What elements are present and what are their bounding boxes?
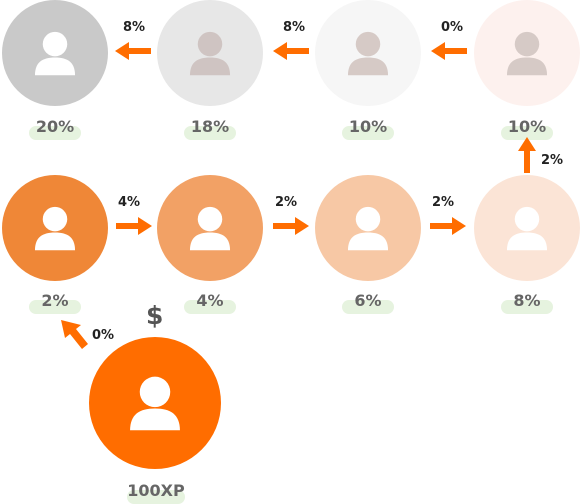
node-r1c2 xyxy=(157,0,263,106)
node-r1c1 xyxy=(2,0,108,106)
arrow-icon xyxy=(273,42,309,60)
edge-label: 8% xyxy=(283,20,306,35)
node-r2c1 xyxy=(2,175,108,281)
person-icon xyxy=(130,376,180,431)
edge-label: 0% xyxy=(441,20,464,35)
node-r1c3 xyxy=(315,0,421,106)
arrow-icon xyxy=(116,217,152,235)
node-start xyxy=(89,337,221,469)
node-percent-r1c2: 18% xyxy=(184,117,236,140)
arrow-icon xyxy=(518,137,536,173)
node-percent-text: 10% xyxy=(348,117,388,136)
node-percent-start: 100XP xyxy=(127,481,185,504)
node-percent-r2c4: 8% xyxy=(501,291,553,314)
person-icon xyxy=(189,206,231,251)
node-percent-r1c4: 10% xyxy=(501,117,553,140)
person-icon xyxy=(34,206,76,251)
person-icon xyxy=(506,206,548,251)
person-icon xyxy=(189,31,231,76)
edge-label: 0% xyxy=(92,328,115,343)
node-percent-r2c3: 6% xyxy=(342,291,394,314)
edge-label: 4% xyxy=(118,195,141,210)
node-percent-text: 2% xyxy=(41,291,69,310)
node-percent-r2c1: 2% xyxy=(29,291,81,314)
arrow-icon xyxy=(431,42,467,60)
node-percent-text: 100XP xyxy=(127,481,185,500)
edge-label: 8% xyxy=(123,20,146,35)
node-percent-text: 20% xyxy=(35,117,75,136)
node-r2c4 xyxy=(474,175,580,281)
person-icon xyxy=(347,31,389,76)
node-r2c3 xyxy=(315,175,421,281)
edge-label: 2% xyxy=(541,153,564,168)
node-percent-r1c3: 10% xyxy=(342,117,394,140)
node-r2c2 xyxy=(157,175,263,281)
node-percent-text: 4% xyxy=(196,291,224,310)
person-icon xyxy=(34,31,76,76)
person-icon xyxy=(347,206,389,251)
arrow-icon xyxy=(61,320,88,349)
arrow-icon xyxy=(430,217,466,235)
edge-label: 2% xyxy=(432,195,455,210)
node-percent-r1c1: 20% xyxy=(29,117,81,140)
node-percent-text: 10% xyxy=(507,117,547,136)
currency-symbol: $ xyxy=(146,301,164,330)
edge-label: 2% xyxy=(275,195,298,210)
node-percent-r2c2: 4% xyxy=(184,291,236,314)
node-percent-text: 8% xyxy=(513,291,541,310)
arrow-icon xyxy=(273,217,309,235)
node-r1c4 xyxy=(474,0,580,106)
arrow-icon xyxy=(115,42,151,60)
node-percent-text: 6% xyxy=(354,291,382,310)
person-icon xyxy=(506,31,548,76)
node-percent-text: 18% xyxy=(190,117,230,136)
